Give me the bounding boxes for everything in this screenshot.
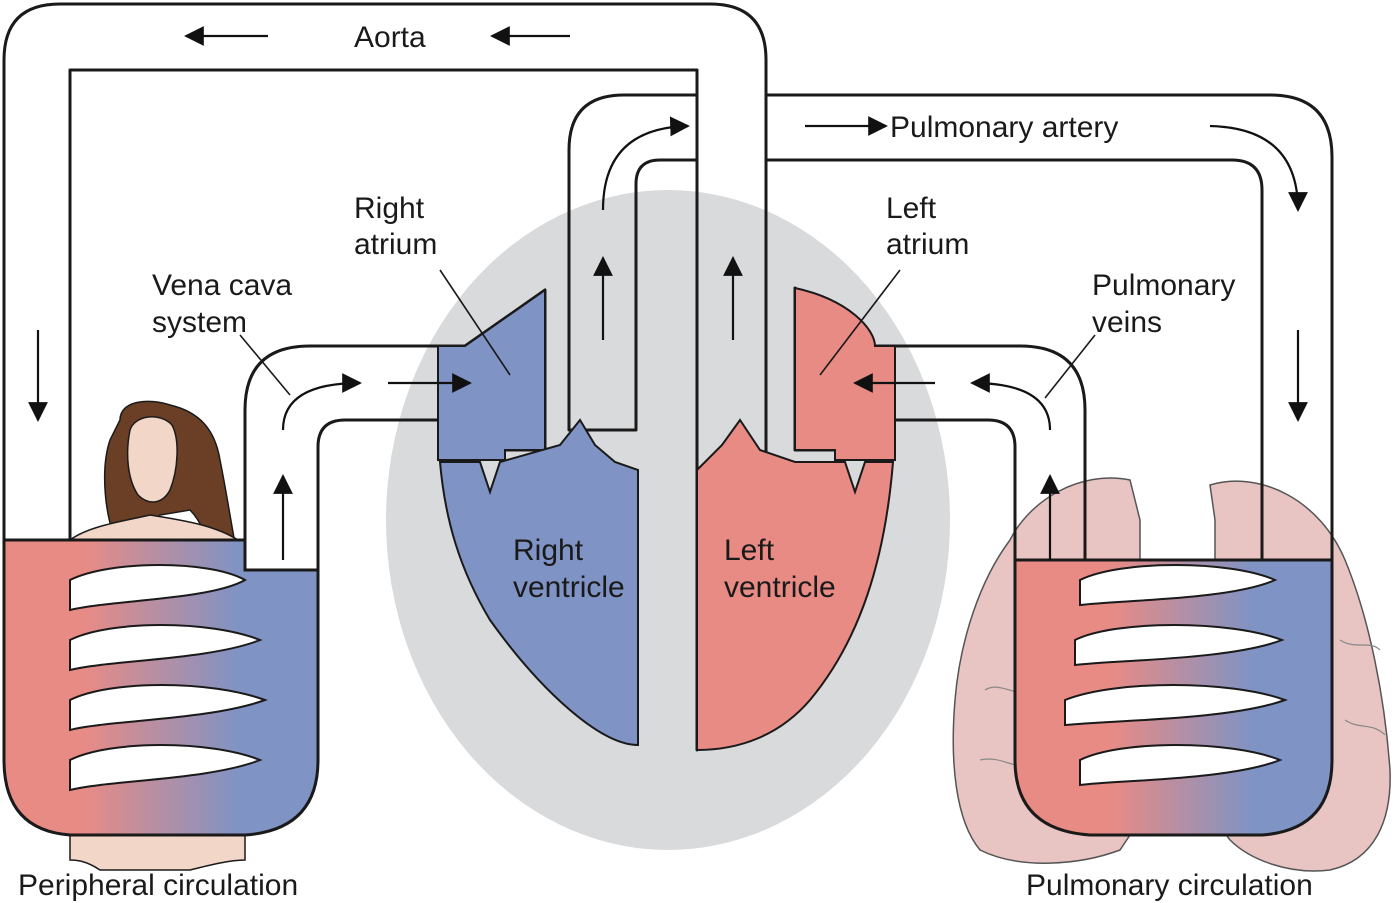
arrow-pa-curve-down [1209, 124, 1308, 212]
label-pulmonary-artery: Pulmonary artery [890, 111, 1118, 144]
label-vena-cava-line1: Vena cava [152, 269, 292, 302]
left-atrium [794, 286, 896, 461]
arrow-pa-curve [601, 116, 690, 211]
label-right-ventricle-line1: Right [513, 534, 584, 567]
face [126, 416, 178, 503]
label-left-atrium-line1: Left [886, 192, 937, 225]
label-pulmonary-veins-line1: Pulmonary [1092, 269, 1235, 302]
label-left-ventricle-line1: Left [724, 534, 775, 567]
label-pulmonary-circulation: Pulmonary circulation [1026, 869, 1313, 902]
pulmonary-capillary-bed [1013, 558, 1334, 837]
label-right-atrium-line1: Right [354, 192, 425, 225]
leader-left-atrium [819, 269, 901, 376]
aorta-vessel [2, 2, 768, 752]
label-pulmonary-veins-line2: veins [1092, 306, 1162, 339]
label-left-atrium-line2: atrium [886, 228, 969, 261]
label-right-ventricle-line2: ventricle [513, 571, 625, 604]
pulmonary-artery-vessel [567, 93, 699, 432]
label-peripheral-circulation: Peripheral circulation [18, 869, 298, 902]
peripheral-capillary-bed [2, 538, 320, 837]
flow-arrows [28, 26, 1308, 560]
left-ventricle [696, 418, 895, 752]
right-ventricle [438, 418, 639, 747]
right-atrium [437, 288, 546, 461]
arrow-vc-curve [281, 373, 362, 431]
arrow-pv-curve [970, 373, 1052, 431]
leader-pulmonary-veins [1044, 334, 1096, 399]
leader-right-atrium [439, 269, 511, 376]
label-right-atrium-line2: atrium [354, 228, 437, 261]
pulmonary-artery-vessel-right [764, 93, 1334, 562]
label-aorta: Aorta [354, 21, 426, 54]
label-left-ventricle-line2: ventricle [724, 571, 836, 604]
label-vena-cava-line2: system [152, 306, 247, 339]
leader-vena-cava [239, 334, 291, 396]
